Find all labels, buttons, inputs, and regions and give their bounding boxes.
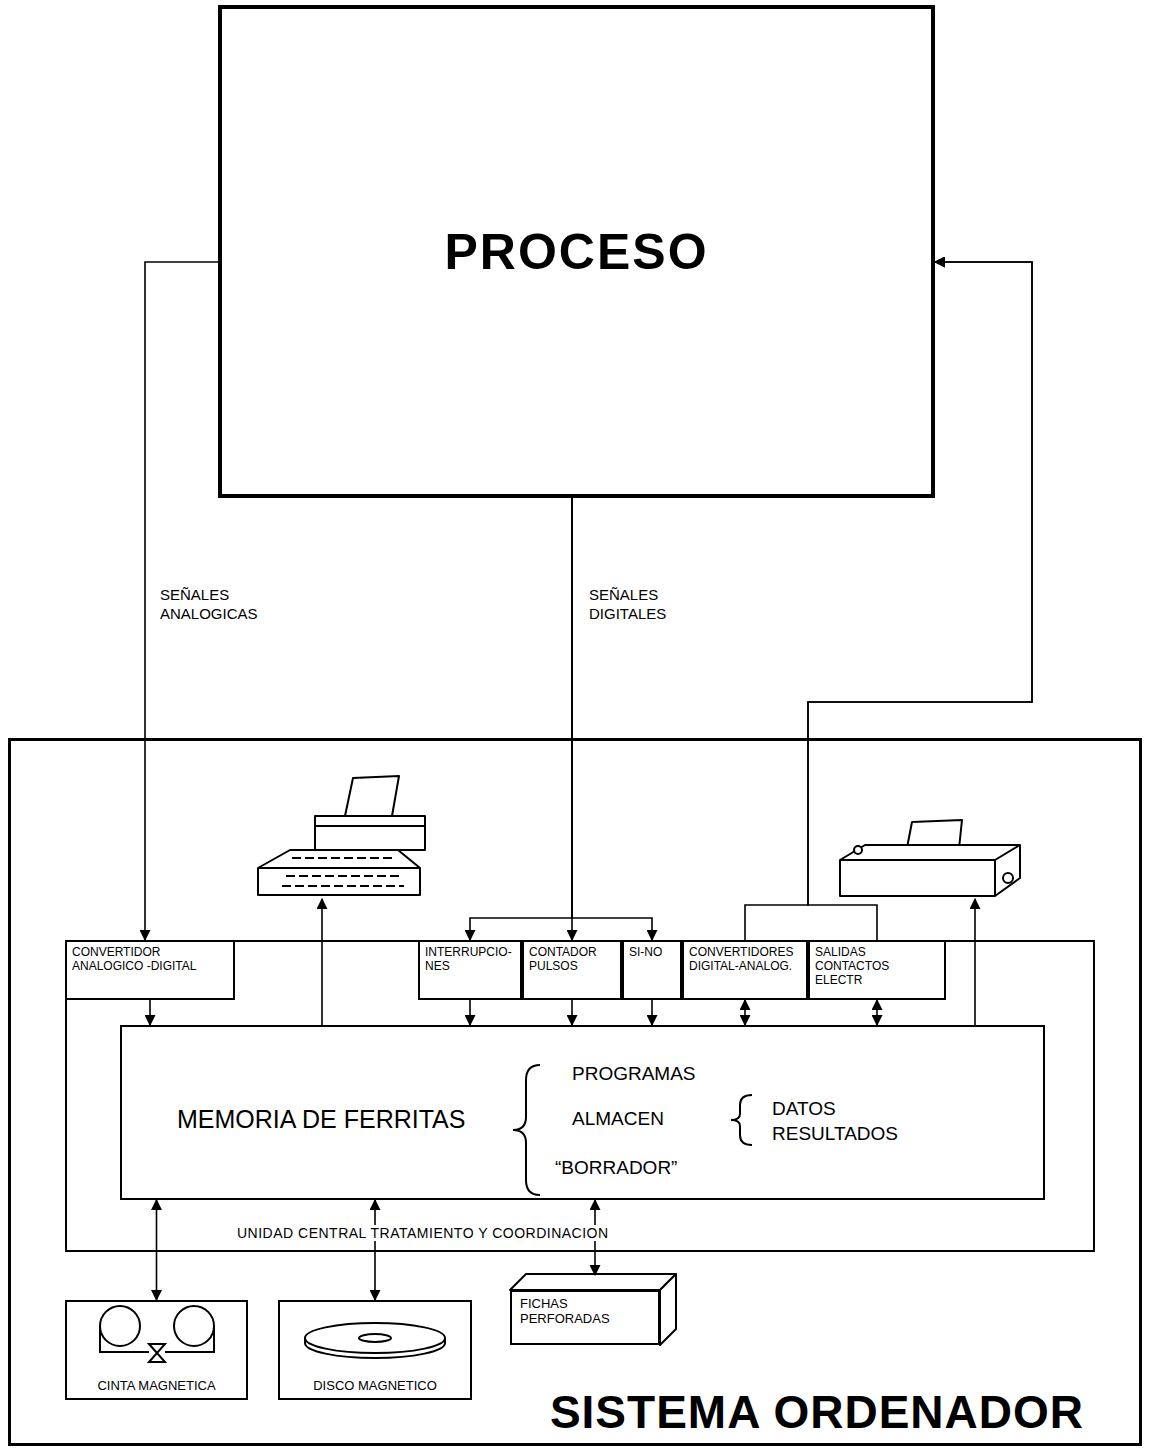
printer-body xyxy=(840,845,1020,896)
node-label: DATOS RESULTADOS xyxy=(772,1097,922,1146)
signal-connector xyxy=(469,1000,471,1025)
tape-head xyxy=(149,1344,165,1362)
node-label: SALIDAS CONTACTOS ELECTR xyxy=(815,946,939,987)
node-label: PROGRAMAS xyxy=(572,1063,696,1085)
tape-reel xyxy=(100,1306,140,1346)
typewriter-carriage xyxy=(315,816,425,850)
node-label: ALMACEN xyxy=(572,1108,664,1130)
magnetic-tape-box: CINTA MAGNETICA xyxy=(65,1300,248,1400)
process-box: PROCESO xyxy=(218,5,935,498)
signal-connector xyxy=(156,1200,158,1300)
memory-braces xyxy=(513,1065,752,1195)
tape-illustration xyxy=(100,1306,214,1362)
signal-connector xyxy=(470,498,572,940)
converter-box: CONVERTIDORES DIGITAL-ANALOG. xyxy=(682,940,808,1000)
tape-path xyxy=(100,1326,214,1352)
punched-cards-illustration xyxy=(510,1274,676,1345)
signal-connector xyxy=(374,1200,376,1300)
cards-side-face xyxy=(660,1274,676,1345)
typewriter-keys xyxy=(286,875,400,877)
central-unit-box: UNIDAD CENTRAL TRATAMIENTO Y COORDINACIO… xyxy=(65,940,1095,1252)
typewriter-keys xyxy=(292,857,392,859)
brace xyxy=(731,1095,752,1145)
typewriter-body xyxy=(258,850,420,895)
signal-label: SEÑALES DIGITALES xyxy=(586,585,702,625)
printer-illustration xyxy=(840,820,1020,896)
node-label: CONVERTIDOR ANALOGICO -DIGITAL xyxy=(72,946,228,974)
node-label: “BORRADOR” xyxy=(555,1157,677,1179)
typewriter-keys xyxy=(282,885,404,887)
typewriter-roller xyxy=(315,825,425,827)
ferrite-memory-box: MEMORIA DE FERRITAS PROGRAMAS ALMACEN “BORR… xyxy=(120,1025,1045,1200)
node-label: INTERRUPCIO- NES xyxy=(425,946,515,974)
tape-reel xyxy=(174,1306,214,1346)
brace xyxy=(513,1065,540,1195)
signal-connector xyxy=(808,262,1032,940)
node-label: CINTA MAGNETICA xyxy=(67,1378,246,1393)
node-label: SISTEMA ORDENADOR xyxy=(550,1385,1084,1439)
signal-connector xyxy=(744,1000,746,1025)
signal-connector xyxy=(149,1000,151,1025)
printer-feed-line xyxy=(974,899,976,1025)
disk-platter xyxy=(305,1323,445,1353)
disk-illustration xyxy=(305,1323,445,1358)
node-label: SI-NO xyxy=(629,946,675,960)
signal-connector xyxy=(651,1000,653,1025)
printer-feed-line xyxy=(321,899,323,1025)
converter-box: CONVERTIDOR ANALOGICO -DIGITAL xyxy=(65,940,235,1000)
yes-no-box: SI-NO xyxy=(622,940,682,1000)
pulse-counter-box: CONTADOR PULSOS xyxy=(522,940,622,1000)
signal-connector xyxy=(571,1000,573,1025)
signal-label: SEÑALES ANALOGICAS xyxy=(157,585,273,625)
node-label: FICHAS PERFORADAS xyxy=(520,1297,650,1327)
node-label: CONVERTIDORES DIGITAL-ANALOG. xyxy=(689,946,801,974)
signal-connector xyxy=(572,498,652,940)
typewriter-edge xyxy=(258,867,420,869)
interrupt-box: INTERRUPCIO- NES xyxy=(418,940,522,1000)
printer-knob xyxy=(854,846,862,854)
cards-top-face xyxy=(510,1274,676,1290)
node-label: UNIDAD CENTRAL TRATAMIENTO Y COORDINACIO… xyxy=(233,1225,613,1241)
printer-knob xyxy=(1003,873,1013,883)
typewriter-paper xyxy=(345,776,399,816)
node-label: DISCO MAGNETICO xyxy=(280,1378,470,1393)
contact-output-box: SALIDAS CONTACTOS ELECTR xyxy=(808,940,946,1000)
typewriter-illustration xyxy=(258,776,425,895)
signal-connector xyxy=(876,1000,878,1025)
node-label: PROCESO xyxy=(444,223,708,281)
computer-system-box: SISTEMA ORDENADOR UNIDAD CENTRAL TRATAMIE… xyxy=(8,738,1142,1446)
magnetic-disk-box: DISCO MAGNETICO xyxy=(278,1300,472,1400)
punched-cards-box: FICHAS PERFORADAS xyxy=(510,1290,660,1345)
disk-hub xyxy=(359,1334,391,1342)
node-label: MEMORIA DE FERRITAS xyxy=(177,1105,465,1134)
node-label: CONTADOR PULSOS xyxy=(529,946,615,974)
printer-edge xyxy=(840,845,1020,896)
signal-connector xyxy=(745,262,1032,940)
